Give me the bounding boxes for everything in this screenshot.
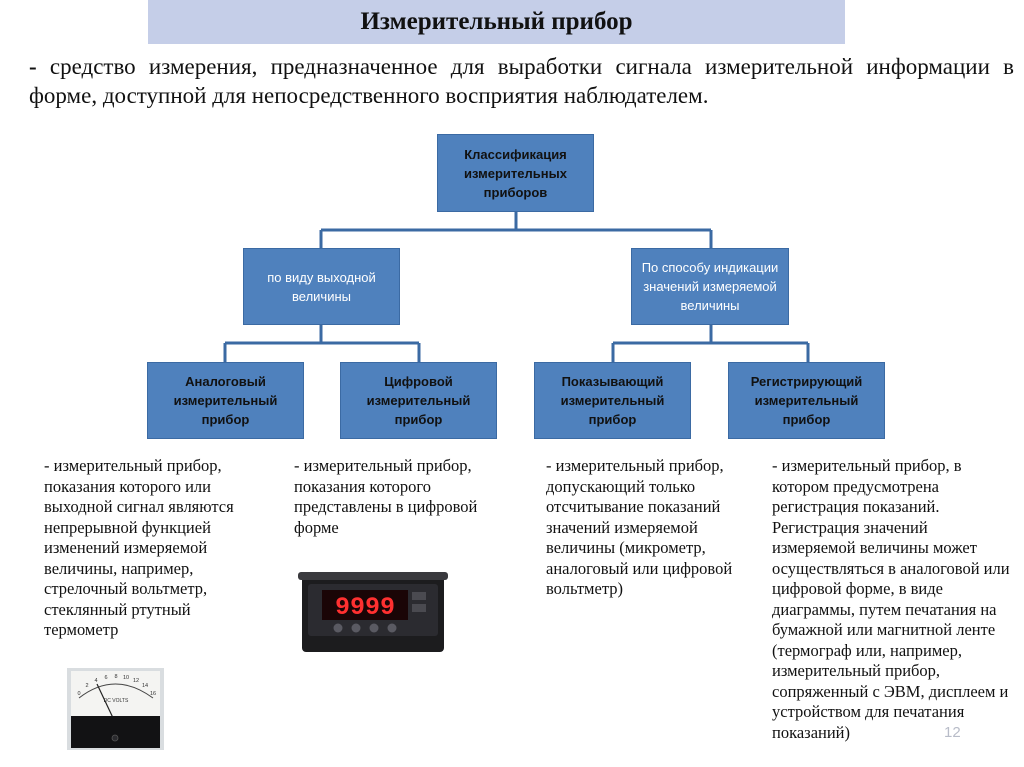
- node-analog-label: Аналоговый измерительный прибор: [173, 374, 278, 427]
- node-indicating: Показывающий измерительный прибор: [534, 362, 691, 439]
- node-branch-output: по виду выходной величины: [243, 248, 400, 325]
- node-analog: Аналоговый измерительный прибор: [147, 362, 304, 439]
- node-branch-indication: По способу индикации значений измеряемой…: [631, 248, 789, 325]
- analog-meter-base: [71, 716, 160, 748]
- svg-text:16: 16: [150, 691, 156, 697]
- svg-text:14: 14: [142, 683, 148, 689]
- page-title: Измерительный прибор: [360, 8, 633, 35]
- title-band: Измерительный прибор: [148, 0, 845, 44]
- analog-meter-needle: [96, 683, 115, 721]
- svg-text:8: 8: [114, 674, 117, 680]
- svg-text:10: 10: [123, 675, 129, 681]
- description-digital: - измерительный прибор, показания которо…: [294, 456, 478, 537]
- svg-text:0: 0: [77, 691, 80, 697]
- digital-meter-display: [322, 590, 408, 620]
- svg-text:6: 6: [104, 675, 107, 681]
- node-root: Классификация измерительных приборов: [437, 134, 594, 212]
- definition-text: средство измерения, предназначенное для …: [29, 54, 1014, 108]
- page-number: 12: [944, 724, 961, 741]
- node-recording: Регистрирующий измерительный прибор: [728, 362, 885, 439]
- node-root-label: Классификация измерительных приборов: [464, 146, 567, 200]
- node-digital-label: Цифровой измерительный прибор: [366, 374, 471, 427]
- digital-meter-reading: 9999: [335, 593, 395, 622]
- node-indicating-label: Показывающий измерительный прибор: [560, 374, 665, 427]
- analog-meter-label: DC VOLTS: [104, 698, 129, 704]
- description-recording: - измерительный прибор, в котором предус…: [772, 456, 1010, 742]
- digital-meter-button-icon: [351, 623, 361, 633]
- digital-meter-button-icon: [333, 623, 343, 633]
- description-indicating: - измерительный прибор, допускающий толь…: [546, 456, 733, 598]
- node-branch-output-label: по виду выходной величины: [267, 269, 376, 304]
- node-digital: Цифровой измерительный прибор: [340, 362, 497, 439]
- node-recording-label: Регистрирующий измерительный прибор: [750, 374, 863, 427]
- digital-meter-image: 9999: [298, 572, 448, 652]
- svg-text:12: 12: [133, 678, 139, 684]
- analog-voltmeter-image: 0 2 4 6 8 10 12 14 16 DC VOLTS: [67, 668, 164, 750]
- digital-meter-button-icon: [369, 623, 379, 633]
- definition-dash: -: [29, 54, 37, 79]
- digital-meter-button-icon: [387, 623, 397, 633]
- analog-meter-screw-icon: [111, 734, 119, 742]
- svg-text:4: 4: [94, 678, 97, 684]
- node-branch-indication-label: По способу индикации значений измеряемой…: [641, 260, 779, 313]
- description-analog: - измерительный прибор, показания которо…: [44, 456, 234, 639]
- svg-text:2: 2: [85, 683, 88, 689]
- digital-meter-bezel-top: [298, 572, 448, 580]
- definition-paragraph: - средство измерения, предназначенное дл…: [29, 52, 1014, 110]
